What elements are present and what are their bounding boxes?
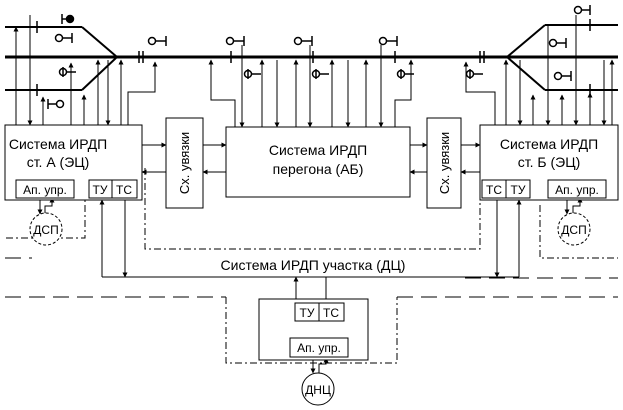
dispatcher-ts bbox=[318, 302, 345, 322]
dispatcher-control-unit-label: Ап. упр. bbox=[297, 341, 341, 355]
dispatcher-tu-label: ТУ bbox=[300, 306, 315, 320]
signal-icon bbox=[548, 38, 567, 48]
signals bbox=[47, 5, 591, 109]
signal-icon bbox=[553, 71, 572, 81]
station-a-operator bbox=[29, 212, 63, 246]
signal-icon bbox=[61, 14, 75, 24]
station-b-operator bbox=[557, 212, 591, 246]
dispatcher-operator bbox=[301, 372, 335, 406]
interlink-right: Сх. увязки bbox=[426, 117, 462, 209]
station-b-tu bbox=[505, 179, 531, 199]
track-layout bbox=[5, 19, 618, 96]
station-b-system: Система ИРДП ст. Б (ЭЦ) ТС ТУ Ап. упр. Д… bbox=[479, 124, 619, 246]
haul-title-line2: перегона (АБ) bbox=[273, 161, 364, 177]
signal-icon bbox=[58, 67, 76, 77]
station-a-operator-label: ДСП bbox=[33, 223, 58, 237]
station-b-title-line2: ст. Б (ЭЦ) bbox=[518, 154, 580, 170]
signal-icon bbox=[311, 69, 329, 79]
switch-a-lower bbox=[81, 56, 118, 91]
haul-title-line1: Система ИРДП bbox=[269, 142, 367, 158]
interlink-left: Сх. увязки bbox=[165, 117, 204, 209]
signal-icon bbox=[243, 69, 261, 79]
station-b-control-unit-label: Ап. упр. bbox=[555, 183, 599, 197]
haul-system: Система ИРДП перегона (АБ) bbox=[225, 126, 411, 198]
dispatcher-system: ТУ ТС Ап. упр. ДНЦ bbox=[258, 298, 369, 406]
signal-icon bbox=[465, 69, 483, 79]
station-a-title-line2: ст. А (ЭЦ) bbox=[27, 154, 90, 170]
signal-icon bbox=[147, 36, 167, 46]
station-b-title-line1: Система ИРДП bbox=[500, 136, 598, 152]
station-a-ts-label: ТС bbox=[116, 183, 132, 197]
switch-b-lower bbox=[506, 56, 546, 91]
station-b-control-unit bbox=[547, 179, 607, 199]
dispatcher-ts-label: ТС bbox=[323, 306, 339, 320]
signal-icon bbox=[54, 33, 73, 43]
signal-icon bbox=[573, 5, 591, 15]
dispatcher-operator-label: ДНЦ bbox=[305, 383, 331, 397]
station-b-operator-label: ДСП bbox=[561, 223, 586, 237]
station-a-control-unit bbox=[15, 179, 75, 199]
station-a-tu-label: ТУ bbox=[93, 183, 108, 197]
switch-a-upper bbox=[81, 26, 118, 58]
insulating-joints bbox=[36, 19, 591, 96]
station-a-title-line1: Система ИРДП bbox=[9, 136, 107, 152]
dispatcher-control-unit bbox=[289, 337, 349, 358]
interlink-left-label: Сх. увязки bbox=[177, 132, 192, 194]
signal-icon bbox=[47, 99, 65, 109]
signal-icon bbox=[378, 36, 398, 46]
interlink-right-label: Сх. увязки bbox=[437, 132, 452, 194]
station-b-ts-label: ТС bbox=[486, 183, 502, 197]
station-a-ts bbox=[111, 179, 138, 199]
signal-icon bbox=[396, 69, 414, 79]
signal-icon bbox=[225, 36, 245, 46]
station-a-system: Система ИРДП ст. А (ЭЦ) Ап. упр. ТУ ТС Д… bbox=[4, 124, 143, 246]
station-a-control-unit-label: Ап. упр. bbox=[23, 183, 67, 197]
switch-b-upper bbox=[506, 24, 546, 58]
station-b-tu-label: ТУ bbox=[511, 183, 526, 197]
signal-icon bbox=[293, 36, 313, 46]
section-label: Система ИРДП участка (ДЦ) bbox=[221, 257, 406, 273]
